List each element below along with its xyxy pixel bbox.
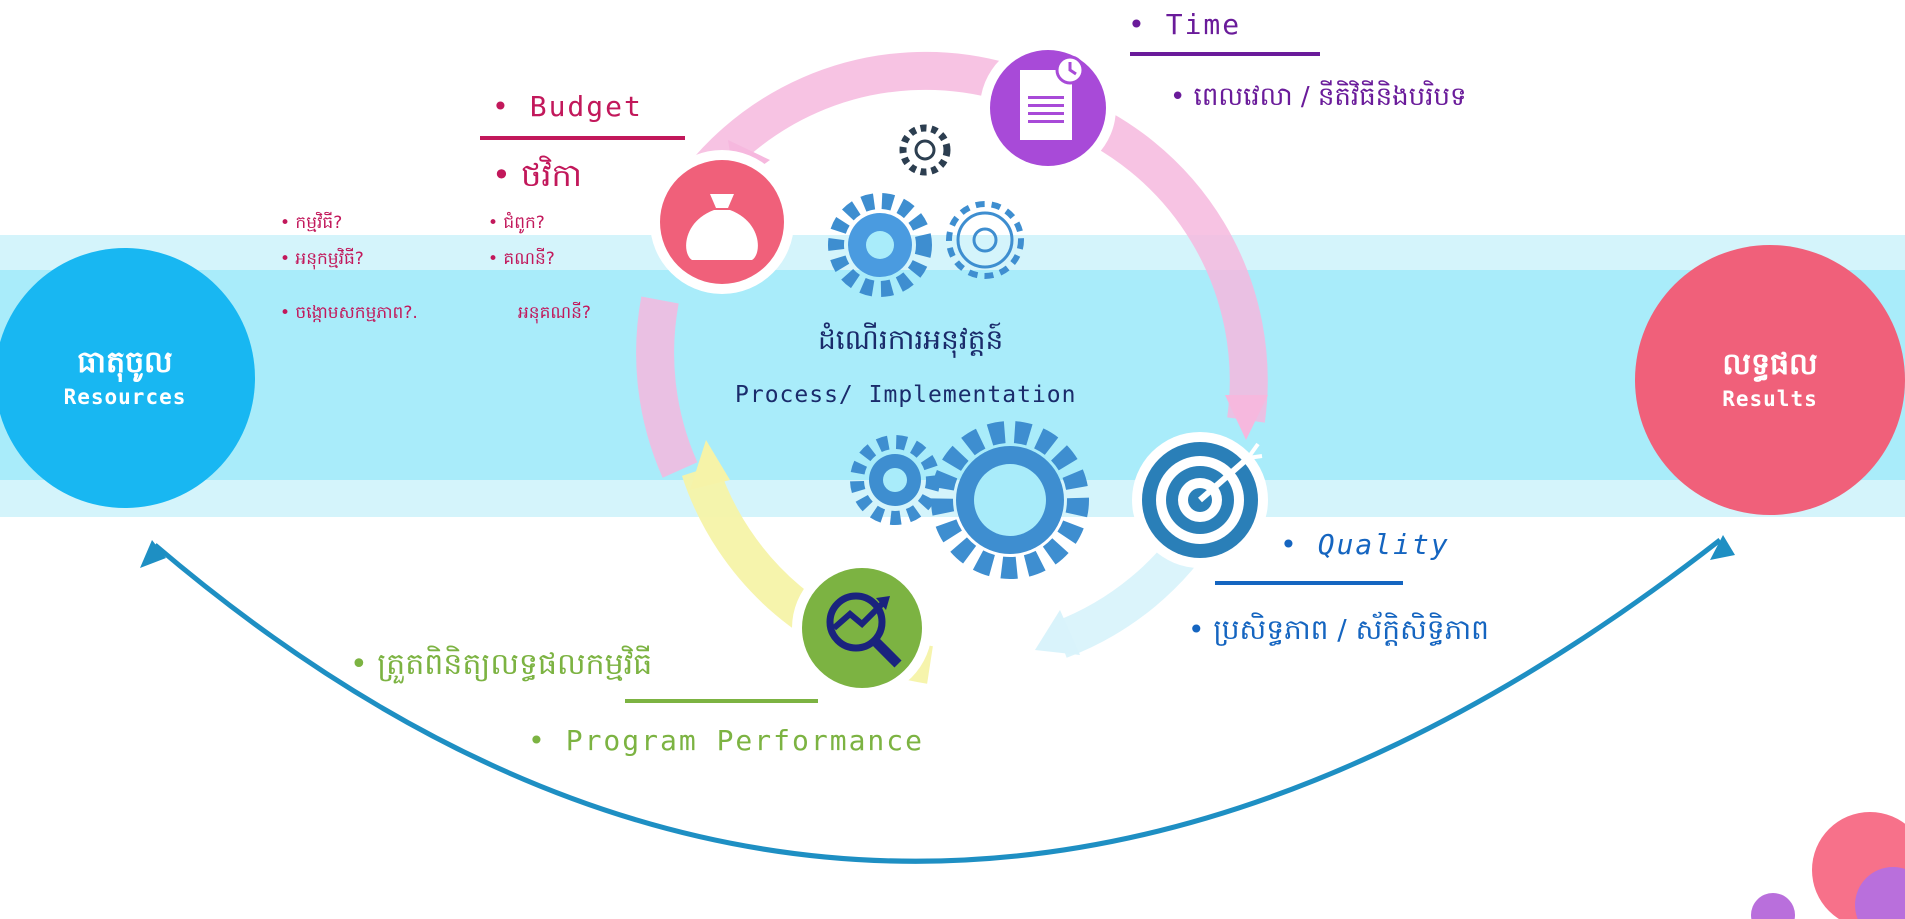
- budget-label-kh: • ថវិកា: [492, 156, 582, 194]
- gear-icon: [899, 124, 951, 176]
- time-underline: [1130, 52, 1320, 56]
- budget-question: • គណនី?: [488, 249, 555, 269]
- gear-icon: [946, 201, 1024, 279]
- ring-arrowhead: [1225, 395, 1268, 440]
- quality-underline: [1215, 581, 1403, 585]
- budget-question: អនុគណនី?: [518, 303, 591, 323]
- corner-decoration: [1855, 867, 1905, 919]
- time-label-en: • Time: [1128, 8, 1242, 41]
- performance-label-kh: • ត្រួតពិនិត្យលទ្ធផលកម្មវិធី: [350, 647, 653, 682]
- background-band-inner: [0, 270, 1905, 480]
- performance-label-en: • Program Performance: [528, 724, 925, 757]
- target-icon: [1132, 432, 1268, 568]
- resources-title-kh: ធាតុចូល: [77, 345, 173, 380]
- arrowhead-right: [1710, 535, 1735, 560]
- arrowhead-left: [140, 540, 166, 568]
- budget-question: • ចង្កោមសកម្មភាព?.: [280, 303, 418, 323]
- ring-arrowhead: [690, 440, 730, 490]
- results-title-en: Results: [1722, 387, 1818, 411]
- resources-title-en: Resources: [63, 385, 187, 409]
- performance-magnifier-icon: [792, 558, 932, 698]
- gear-icon: [931, 421, 1089, 579]
- budget-underline: [480, 136, 685, 140]
- center-title-kh: ដំណើរការអនុវត្តន៍: [818, 323, 1004, 356]
- time-label-kh: • ពេលវេលា / នីតិវិធីនិងបរិបទ: [1170, 82, 1467, 112]
- ring-arrowhead: [1035, 610, 1080, 655]
- gear-icon: [828, 193, 932, 297]
- budget-question: • កម្មវិធី?: [280, 213, 343, 233]
- document-clock-icon: [980, 40, 1116, 176]
- cycle-return-arrow: [153, 538, 1722, 864]
- performance-underline: [625, 699, 818, 703]
- quality-label-en: • Quality: [1280, 528, 1450, 561]
- resources-node: ធាតុចូល Resources: [0, 248, 255, 508]
- budget-question: • អនុកម្មវិធី?: [280, 249, 364, 269]
- corner-decoration: [1751, 893, 1795, 919]
- money-bag-icon: [650, 150, 794, 294]
- quality-label-kh: • ប្រសិទ្ធភាព / ស័ក្តិសិទ្ធិភាព: [1188, 613, 1489, 646]
- gear-icon: [850, 435, 940, 525]
- center-title-en: Process/ Implementation: [735, 382, 1077, 408]
- budget-label-en: • Budget: [492, 90, 643, 123]
- budget-question: • ជំពូក?: [488, 213, 545, 233]
- results-title-kh: លទ្ធផល: [1722, 347, 1818, 382]
- results-node: លទ្ធផល Results: [1635, 245, 1905, 515]
